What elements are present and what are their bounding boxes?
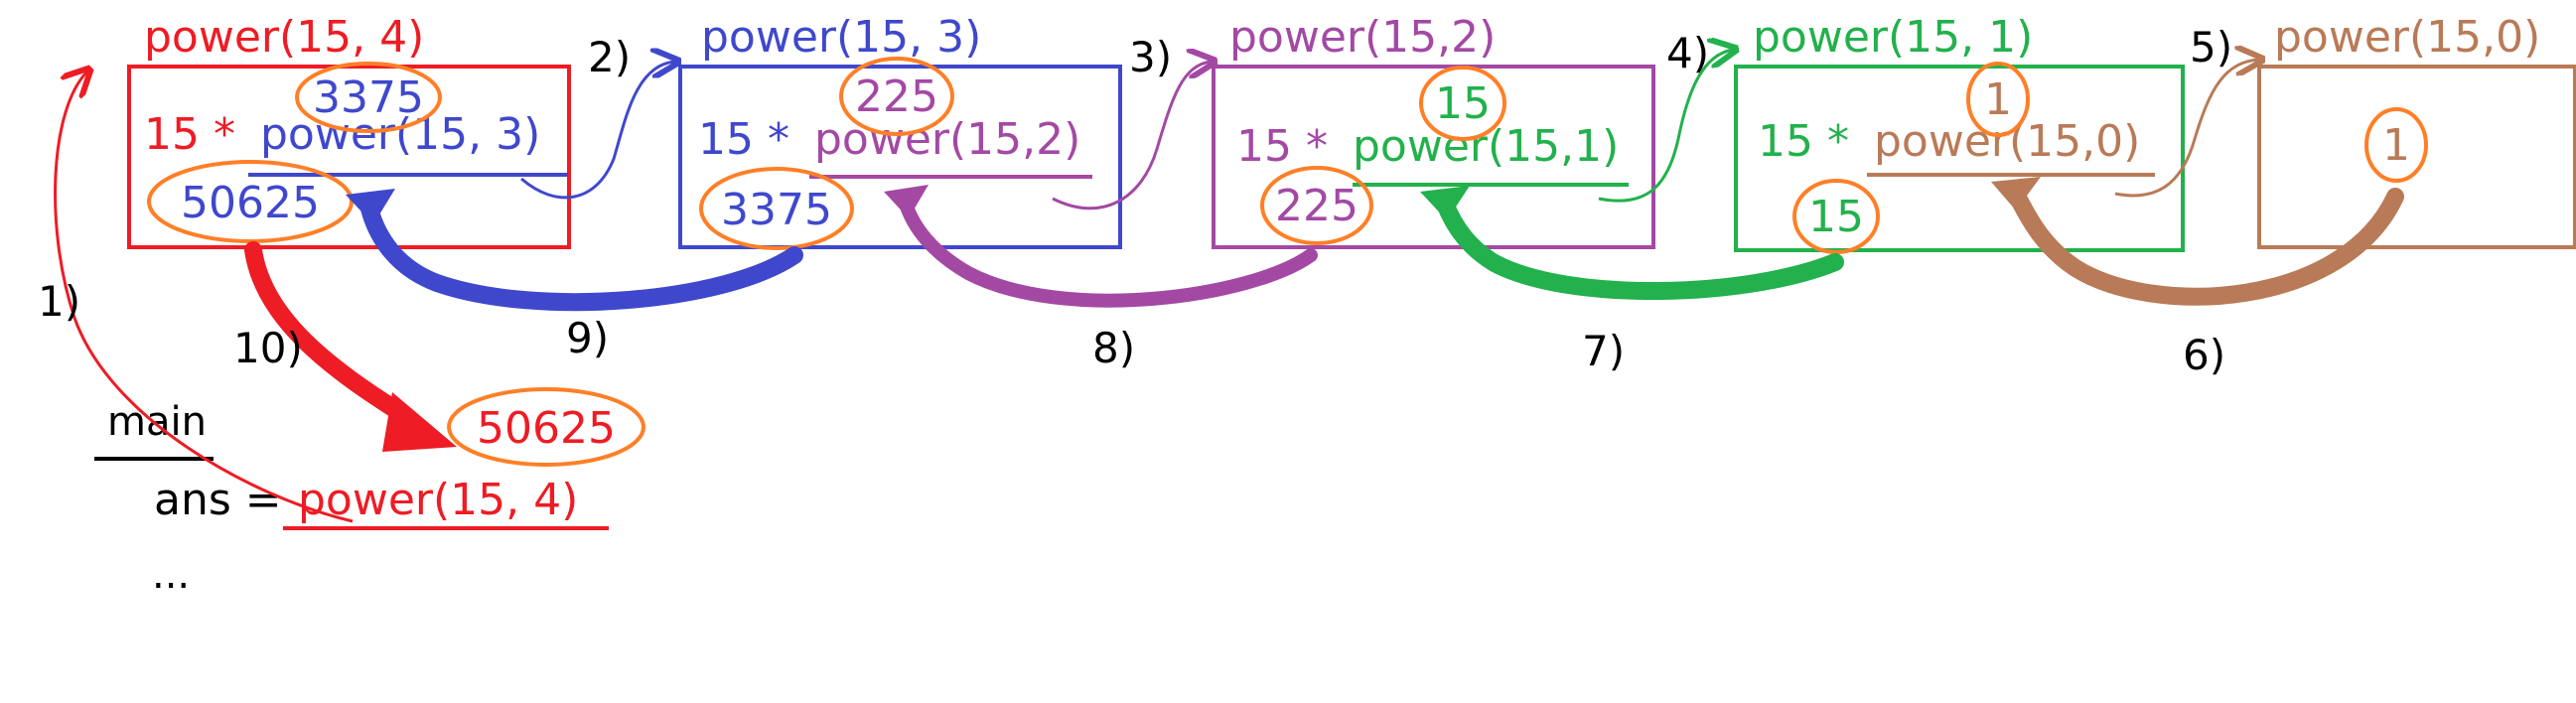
return-arrowhead-9 [346,189,395,224]
frame-0-expr-prefix: 15 * [144,109,235,160]
return-arrowhead-6 [1991,177,2041,211]
frame-0-expr-call: power(15, 3) [260,109,540,160]
frame-power-15-3: power(15, 3) 15 * power(15,2) 225 3375 [678,12,1122,250]
frame-1-box [678,65,1122,249]
frame-1-result-circle [699,167,854,250]
frame-3-result: 15 [1808,192,1864,242]
return-arrowhead-10 [382,392,457,452]
frame-1-returned-circle [839,57,954,136]
frame-power-15-4: power(15, 4) 15 * power(15, 3) 3375 5062… [127,12,571,249]
frame-4-result: 1 [2382,120,2410,171]
frame-0-title: power(15, 4) [144,12,424,63]
return-arrow-7 [1436,195,1844,301]
main-ellipsis: ... [152,552,190,598]
frame-1-returned: 225 [855,71,938,122]
call-arrow-2 [520,62,675,200]
frame-1-title: power(15, 3) [701,12,981,63]
return-arrow-9 [360,200,803,312]
step-label-10: 10) [233,324,303,372]
frame-0-result-circle [147,160,354,243]
step-label-8: 8) [1092,324,1135,372]
frame-3-returned: 1 [1984,74,2012,125]
step-label-9: 9) [566,314,609,362]
frame-3-expr-prefix: 15 * [1758,116,1849,167]
return-arrow-6 [2007,185,2404,306]
step-label-7: 7) [1582,327,1625,375]
return-arrowhead-8 [884,185,929,218]
frame-3-result-circle [1792,179,1880,254]
return-arrowhead-7 [1420,186,1470,220]
frame-2-expr-prefix: 15 * [1236,121,1328,172]
main-ans-prefix: ans = [154,475,282,525]
frame-1-expr-prefix: 15 * [698,114,789,165]
frame-3-returned-circle [1966,62,2030,137]
frame-0-returned-circle [295,62,442,133]
frame-power-15-2: power(15,2) 15 * power(15,1) 15 225 [1212,12,1655,249]
frame-0-returned: 3375 [313,72,424,123]
call-arrow-5 [2114,60,2259,198]
frame-4-box [2257,65,2576,249]
step-label-2: 2) [588,33,631,81]
step-label-6: 6) [2183,331,2225,379]
frame-1-result: 3375 [721,185,832,235]
frame-2-result: 225 [1275,181,1359,231]
step-label-4: 4) [1666,29,1709,77]
main-label: main [107,399,207,445]
return-arrow-10 [244,241,416,426]
frame-4-title: power(15,0) [2274,12,2540,63]
call-arrow-4 [1598,50,1733,203]
frame-0-result: 50625 [181,178,320,228]
frame-3-title: power(15, 1) [1753,12,2033,63]
frame-2-returned: 15 [1435,78,1491,129]
main-ans-call: power(15, 4) [298,475,578,525]
main-block: main ans = power(15, 4) 50625 ... [94,387,645,598]
frame-3-expr-call: power(15,0) [1874,116,2140,167]
step-label-1: 1) [38,277,80,326]
call-arrow-1 [54,71,354,523]
main-ans-value: 50625 [477,403,616,454]
step-label-5: 5) [2190,23,2232,71]
frame-4-result-circle [2364,107,2428,183]
frame-2-result-circle [1260,166,1373,245]
frame-2-title: power(15,2) [1229,12,1496,63]
frame-power-15-1: power(15, 1) 15 * power(15,0) 1 15 [1734,12,2185,254]
step-label-3: 3) [1129,33,1172,81]
return-arrow-8 [899,197,1318,308]
frame-2-expr-call: power(15,1) [1353,121,1619,172]
frame-2-box [1212,65,1655,249]
frame-2-returned-circle [1419,66,1506,141]
call-arrow-3 [1052,62,1212,211]
frame-power-15-0: power(15,0) 1 [2257,12,2576,249]
frame-3-box [1734,65,2185,252]
main-ans-value-circle [447,387,645,467]
